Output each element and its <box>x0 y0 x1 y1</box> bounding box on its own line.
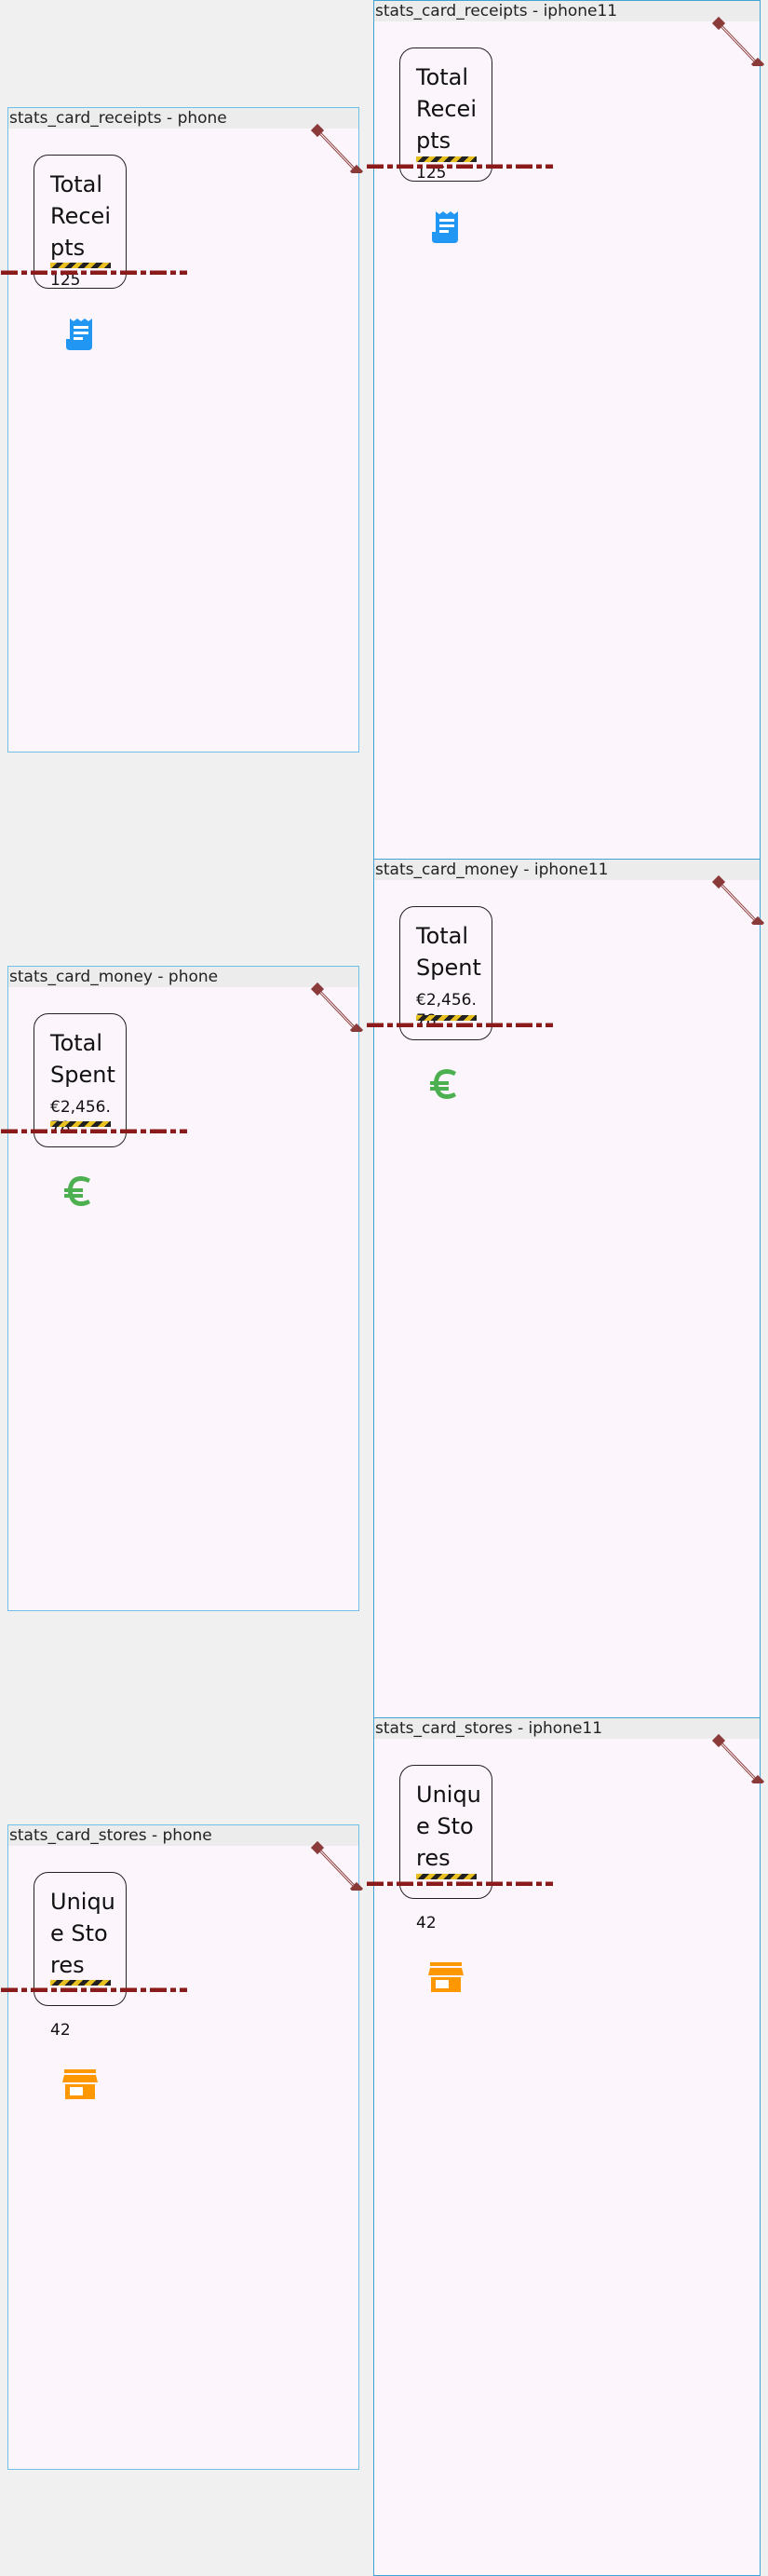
frame-title: stats_card_receipts - iphone11 <box>374 1 760 21</box>
card-value: 125 <box>50 271 81 290</box>
resize-handle[interactable] <box>310 1835 366 1891</box>
card-title: Unique Stores <box>416 1782 481 1871</box>
resize-handle[interactable] <box>711 10 767 66</box>
card-title: Total Receipts <box>416 64 477 154</box>
overflow-indicator <box>367 160 553 169</box>
receipt-icon <box>66 319 92 350</box>
device-frame-receipts-phone: stats_card_receipts - phone Total Receip… <box>1 107 364 752</box>
resize-handle[interactable] <box>711 1728 767 1783</box>
overflow-stripe <box>416 156 477 162</box>
frame-title: stats_card_receipts - phone <box>8 108 358 129</box>
overflow-indicator <box>1 1125 187 1133</box>
euro-icon <box>64 1176 90 1206</box>
resize-handle[interactable] <box>310 976 366 1032</box>
store-icon <box>62 2069 98 2099</box>
overflow-stripe <box>50 1980 111 1986</box>
card-title: Total Receipts <box>50 171 111 261</box>
card-title: Unique Stores <box>50 1889 115 1978</box>
card-value: 42 <box>50 2021 71 2040</box>
overflow-indicator <box>367 1878 553 1886</box>
card-value: 125 <box>416 164 447 183</box>
frame-title: stats_card_money - phone <box>8 967 358 987</box>
overflow-stripe <box>416 1015 477 1021</box>
stats-card: Unique Stores <box>399 1765 492 1899</box>
euro-icon <box>430 1069 456 1099</box>
resize-handle[interactable] <box>711 869 767 925</box>
overflow-indicator <box>1 1984 187 1992</box>
device-frame-money-iphone11: stats_card_money - iphone11 Total Spent … <box>367 859 765 1718</box>
store-icon <box>428 1962 464 1992</box>
receipt-icon <box>432 211 458 243</box>
overflow-stripe <box>50 1121 111 1127</box>
overflow-stripe <box>416 1874 477 1879</box>
card-title: Total Spent <box>416 923 481 981</box>
card-value: 42 <box>416 1914 437 1932</box>
overflow-indicator <box>367 1019 553 1027</box>
frame-title: stats_card_money - iphone11 <box>374 860 760 880</box>
resize-handle[interactable] <box>310 117 366 173</box>
overflow-indicator <box>1 266 187 275</box>
frame-title: stats_card_stores - phone <box>8 1825 358 1846</box>
overflow-stripe <box>50 263 111 268</box>
card-title: Total Spent <box>50 1030 115 1088</box>
device-frame-receipts-iphone11: stats_card_receipts - iphone11 Total Rec… <box>367 0 765 860</box>
frame-title: stats_card_stores - iphone11 <box>374 1718 760 1739</box>
device-frame-money-phone: stats_card_money - phone Total Spent €2,… <box>1 966 364 1611</box>
device-frame-stores-iphone11: stats_card_stores - iphone11 Unique Stor… <box>367 1717 765 2576</box>
device-frame-stores-phone: stats_card_stores - phone Unique Stores … <box>1 1824 364 2470</box>
